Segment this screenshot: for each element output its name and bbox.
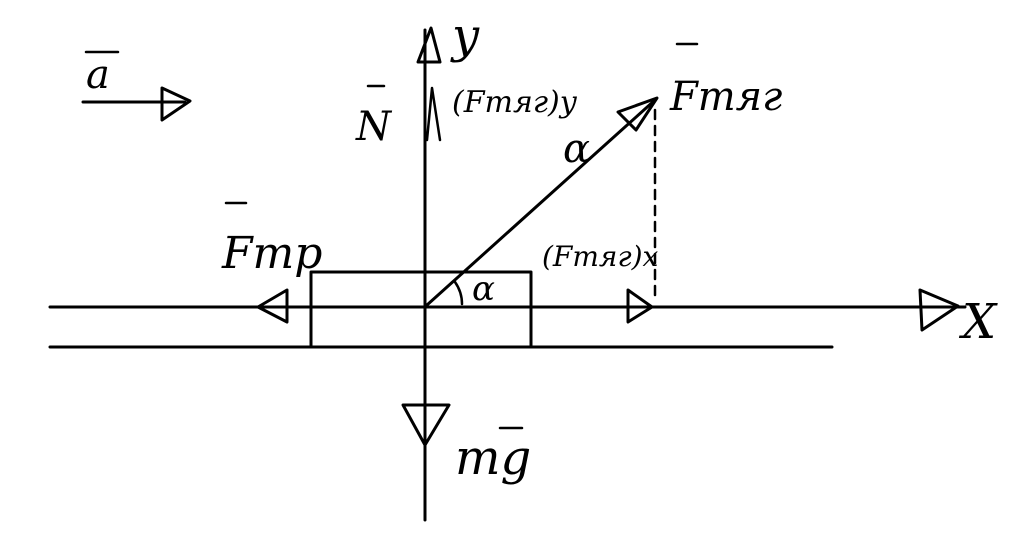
friction-label: Fтр [221, 228, 322, 279]
y-axis-arrowhead [416, 26, 442, 64]
gravity-label: mg [455, 430, 531, 486]
block [309, 270, 533, 349]
normal-force-arrowhead [425, 86, 442, 142]
acceleration-label: a [86, 52, 110, 98]
angle-label-bottom: α [472, 269, 495, 309]
tension-vector [425, 98, 657, 307]
gravity-arrowhead [401, 403, 451, 447]
angle-arc [453, 280, 464, 306]
tension-x-label: (Fтяг)x [542, 240, 659, 273]
tension-label: Fтяг [669, 74, 782, 120]
tension-y-label: (Fтяг)y [452, 85, 578, 120]
y-axis-label: y [450, 8, 480, 64]
x-axis-arrowhead [918, 288, 960, 332]
tension-arrowhead [616, 96, 659, 132]
acceleration-arrowhead [160, 86, 192, 122]
tension-x-arrowhead [626, 288, 654, 324]
normal-force-label: N [355, 104, 393, 150]
x-axis-label: X [958, 294, 998, 350]
friction-arrowhead [256, 288, 289, 324]
angle-label-top: α [563, 126, 590, 172]
